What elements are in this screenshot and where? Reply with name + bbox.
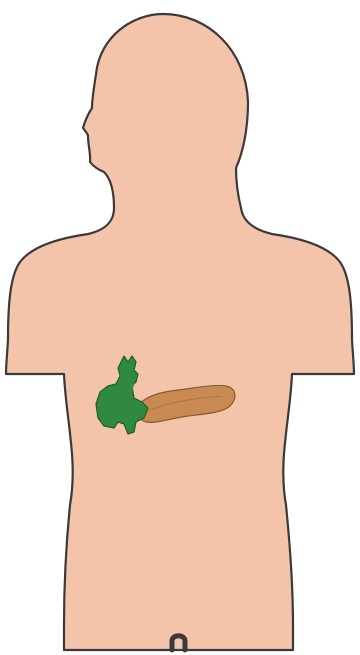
body-silhouette xyxy=(6,14,354,650)
